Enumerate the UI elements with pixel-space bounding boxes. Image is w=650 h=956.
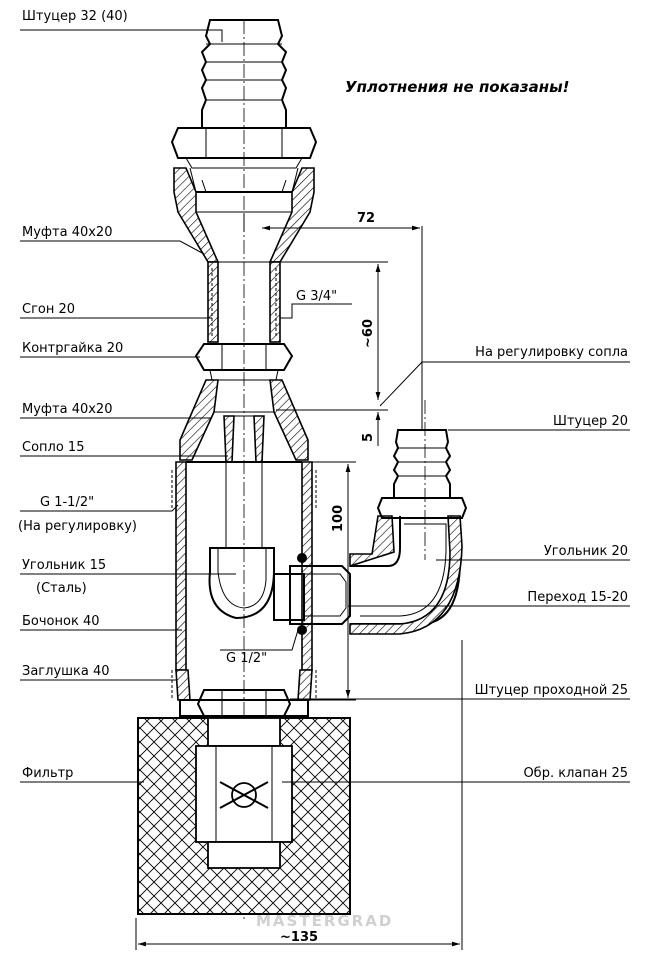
- barb-hex-nut: [170, 127, 318, 169]
- dimension-100: 100: [331, 505, 346, 532]
- watermark: MASTERGRAD: [256, 912, 393, 930]
- label-ugolnik-15: Угольник 15: [22, 558, 106, 573]
- label-g-3-4: G 3/4": [296, 289, 337, 304]
- check-valve-25: [195, 717, 293, 869]
- label-na-regulirovku: (На регулировку): [18, 519, 137, 534]
- label-na-regulirovku-sopla: На регулировку сопла: [475, 345, 628, 360]
- label-soplo-15: Сопло 15: [22, 440, 84, 455]
- label-sgon-20: Сгон 20: [22, 302, 75, 317]
- locknut-20: [194, 343, 294, 381]
- pipe-nipple-20: [207, 261, 281, 343]
- dimension-72: 72: [357, 211, 375, 226]
- hose-barb-20: [376, 429, 468, 519]
- dimension-5: 5: [361, 433, 376, 442]
- label-g-1-2: G 1/2": [226, 651, 267, 666]
- label-bochonok-40: Бочонок 40: [22, 614, 100, 629]
- leader-lines: [20, 29, 630, 783]
- adapter-15-20: [289, 553, 351, 635]
- label-ugolnik-20: Угольник 20: [544, 544, 628, 559]
- label-filtr: Фильтр: [22, 766, 73, 781]
- label-zaglushka-40: Заглушка 40: [22, 664, 110, 679]
- dimension-135: ~135: [280, 930, 318, 945]
- coupling-40x20-bottom: [179, 379, 309, 461]
- label-shtucer-32: Штуцер 32 (40): [22, 9, 128, 24]
- seals-not-shown-note: Уплотнения не показаны!: [345, 78, 570, 96]
- dimension-lines: [135, 214, 463, 950]
- label-shtucer-20: Штуцер 20: [553, 414, 628, 429]
- label-stal: (Сталь): [36, 581, 87, 596]
- label-obr-klapan-25: Обр. клапан 25: [523, 766, 628, 781]
- label-shtucer-prohodnoy-25: Штуцер проходной 25: [475, 683, 628, 698]
- elbow-20: [349, 515, 463, 635]
- dimension-60: ~60: [361, 319, 376, 348]
- label-mufta-40x20-top: Муфта 40х20: [22, 225, 112, 240]
- label-mufta-40x20-bottom: Муфта 40х20: [22, 402, 112, 417]
- label-kontrgaika-20: Контргайка 20: [22, 341, 123, 356]
- label-g-1-1-2: G 1-1/2": [40, 495, 94, 510]
- through-nipple-25: [196, 689, 292, 717]
- label-perehod-15-20: Переход 15-20: [527, 590, 628, 605]
